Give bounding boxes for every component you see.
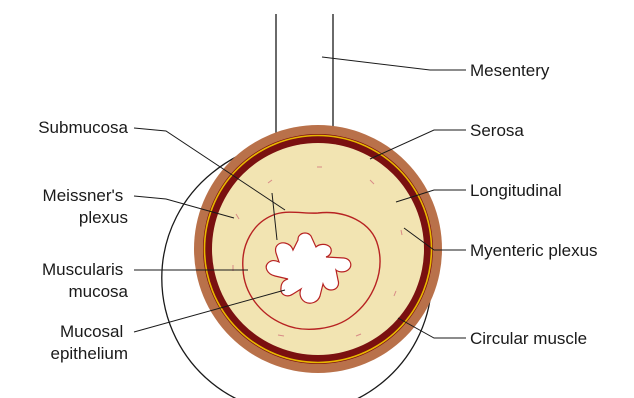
mesentery-leader: [322, 57, 466, 70]
label-mucosal-epithelium-line1: Mucosal: [60, 322, 123, 341]
label-muscularis-mucosa-line1: Muscularis: [42, 260, 123, 279]
label-myenteric-plexus: Myenteric plexus: [470, 241, 598, 260]
label-submucosa: Submucosa: [38, 118, 128, 137]
label-meissners-plexus-line1: Meissner's: [43, 186, 124, 205]
label-mucosal-epithelium: Mucosal epithelium: [51, 322, 129, 363]
label-muscularis-mucosa: Muscularis mucosa: [42, 260, 129, 301]
label-meissners-plexus: Meissner's plexus: [43, 186, 128, 227]
label-longitudinal: Longitudinal: [470, 181, 562, 200]
label-meissners-plexus-line2: plexus: [79, 208, 128, 227]
label-serosa: Serosa: [470, 121, 524, 140]
label-muscularis-mucosa-line2: mucosa: [68, 282, 128, 301]
label-mesentery: Mesentery: [470, 61, 550, 80]
label-circular-muscle: Circular muscle: [470, 329, 587, 348]
label-mucosal-epithelium-line2: epithelium: [51, 344, 129, 363]
